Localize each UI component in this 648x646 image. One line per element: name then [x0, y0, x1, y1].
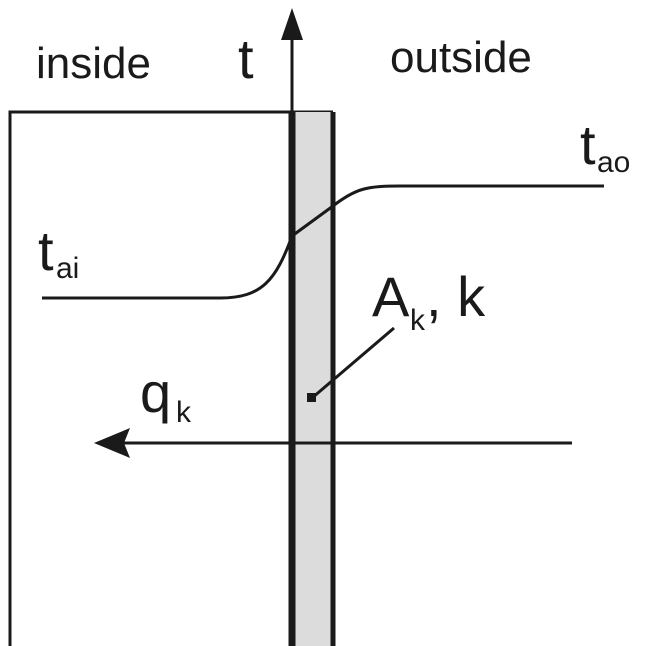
t-ai-main: t [38, 219, 54, 282]
inside-label: inside [36, 39, 151, 88]
area-subscript: k [410, 304, 426, 337]
temperature-axis-arrowhead [281, 8, 303, 40]
temperature-profile-curve [42, 184, 604, 300]
area-conductance-label: A k , k [372, 265, 486, 337]
heat-flow-arrowhead [94, 428, 130, 458]
t-ai-subscript: ai [56, 252, 79, 285]
q-subscript: k [176, 396, 192, 429]
t-ao-main: t [580, 113, 596, 176]
outside-air-temperature-label: t ao [580, 113, 630, 179]
heat-flow-label: q k [140, 361, 192, 429]
room-outline [8, 110, 333, 646]
outside-label: outside [390, 33, 532, 82]
q-main: q [140, 361, 171, 424]
temperature-axis-label: t [238, 27, 254, 90]
t-ao-subscript: ao [597, 146, 630, 179]
area-rest: , k [426, 265, 486, 328]
wall-slab [292, 112, 333, 646]
inside-air-temperature-label: t ai [38, 219, 79, 285]
area-leader-dot [307, 393, 316, 402]
area-leader-line [311, 326, 395, 400]
area-main: A [372, 265, 410, 328]
